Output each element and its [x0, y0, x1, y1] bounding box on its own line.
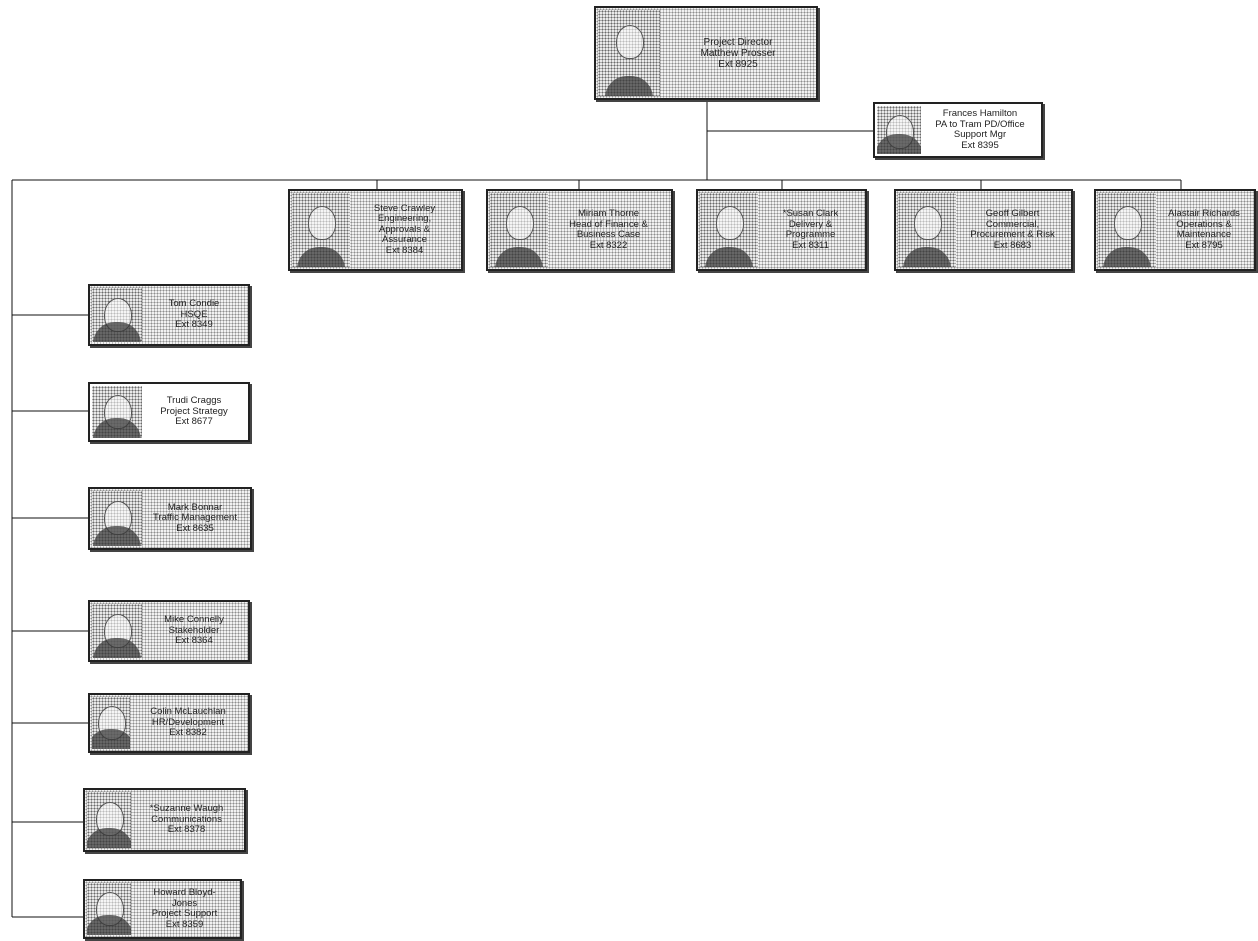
- card-line: Ext 8378: [167, 824, 206, 836]
- avatar: [92, 697, 130, 749]
- staff-card: Trudi Craggs Project Strategy Ext 8677: [88, 382, 250, 442]
- card-text: Geoff Gilbert Commercial, Procurement & …: [958, 191, 1067, 269]
- card-line: *Suzanne Waugh: [149, 803, 224, 815]
- avatar: [87, 792, 131, 848]
- card-line: Colin McLauchlan: [150, 706, 226, 718]
- card-line: Ext 8395: [961, 139, 999, 151]
- card-text: Trudi Craggs Project Strategy Ext 8677: [144, 384, 244, 440]
- staff-card: Tom Condie HSQE Ext 8349: [88, 284, 250, 346]
- card-line: Head of Finance &: [569, 218, 648, 230]
- avatar: [490, 193, 548, 267]
- card-text: Project Director Matthew Prosser Ext 892…: [664, 8, 812, 98]
- avatar: [92, 386, 142, 438]
- card-line: Ext 8795: [1185, 239, 1223, 251]
- card-text: *Susan Clark Delivery & Programme Ext 83…: [760, 191, 861, 269]
- card-line: Communications: [151, 813, 222, 825]
- card-text: *Suzanne Waugh Communications Ext 8378: [133, 790, 240, 850]
- avatar: [292, 193, 350, 267]
- card-line: Alastair Richards: [1168, 208, 1240, 219]
- card-line: Mark Bonnar: [167, 501, 223, 513]
- card-line: Engineering,: [377, 213, 432, 225]
- card-text: Mike Connelly Stakeholder Ext 8364: [144, 602, 244, 660]
- card-line: Ext 8635: [176, 522, 214, 534]
- head-card: Alastair Richards Operations & Maintenan…: [1094, 189, 1256, 271]
- card-line: Steve Crawley: [373, 202, 436, 214]
- card-line: HR/Development: [151, 716, 225, 728]
- assistant-card: Frances Hamilton PA to Tram PD/Office Su…: [873, 102, 1043, 158]
- card-line: Project Director: [703, 36, 773, 48]
- card-line: Project Strategy: [160, 405, 228, 417]
- avatar: [92, 491, 142, 546]
- card-line: Traffic Management: [153, 512, 237, 524]
- card-text: Miriam Thorne Head of Finance & Business…: [550, 191, 667, 269]
- card-line: Ext 8359: [165, 918, 204, 930]
- avatar: [898, 193, 956, 267]
- card-line: *Susan Clark: [782, 208, 839, 219]
- avatar: [877, 106, 921, 154]
- card-line: Frances Hamilton: [942, 108, 1018, 119]
- card-line: Ext 8364: [175, 635, 213, 647]
- card-line: Project Support: [151, 908, 218, 919]
- head-card: *Susan Clark Delivery & Programme Ext 83…: [696, 189, 867, 271]
- card-line: Trudi Craggs: [166, 395, 222, 407]
- card-line: Ext 8677: [175, 416, 213, 428]
- card-line: Assurance: [382, 234, 427, 246]
- head-card: Steve Crawley Engineering, Approvals & A…: [288, 189, 463, 271]
- card-line: Maintenance: [1176, 229, 1232, 240]
- card-line: Ext 8349: [175, 319, 213, 331]
- card-text: Howard Bloyd- Jones Project Support Ext …: [133, 881, 236, 937]
- card-text: Tom Condie HSQE Ext 8349: [144, 286, 244, 344]
- card-line: Approvals &: [378, 223, 431, 235]
- card-line: Geoff Gilbert: [985, 208, 1040, 219]
- avatar: [598, 10, 660, 96]
- staff-card: Howard Bloyd- Jones Project Support Ext …: [83, 879, 242, 939]
- card-line: HSQE: [180, 308, 208, 320]
- card-line: Ext 8384: [385, 244, 424, 256]
- staff-card: *Suzanne Waugh Communications Ext 8378: [83, 788, 246, 852]
- card-line: Support Mgr: [953, 129, 1007, 140]
- avatar: [87, 883, 131, 935]
- card-text: Colin McLauchlan HR/Development Ext 8382: [132, 695, 244, 751]
- card-line: Ext 8311: [792, 239, 829, 251]
- card-line: Matthew Prosser: [700, 47, 776, 59]
- card-text: Steve Crawley Engineering, Approvals & A…: [352, 191, 457, 269]
- card-line: Ext 8925: [718, 58, 758, 70]
- card-text: Alastair Richards Operations & Maintenan…: [1158, 191, 1250, 269]
- card-line: Ext 8683: [993, 239, 1032, 251]
- card-line: Ext 8322: [589, 239, 628, 251]
- card-line: Delivery &: [788, 218, 833, 230]
- card-line: Ext 8382: [169, 727, 207, 739]
- card-line: Stakeholder: [168, 624, 220, 636]
- head-card: Miriam Thorne Head of Finance & Business…: [486, 189, 673, 271]
- head-card: Geoff Gilbert Commercial, Procurement & …: [894, 189, 1073, 271]
- card-line: Howard Bloyd-: [153, 887, 216, 898]
- card-line: PA to Tram PD/Office: [935, 118, 1025, 130]
- staff-card: Mike Connelly Stakeholder Ext 8364: [88, 600, 250, 662]
- card-line: Operations &: [1176, 218, 1232, 230]
- avatar: [700, 193, 758, 267]
- card-line: Procurement & Risk: [970, 229, 1055, 240]
- card-line: Tom Condie: [168, 298, 220, 310]
- avatar: [1098, 193, 1156, 267]
- staff-card: Colin McLauchlan HR/Development Ext 8382: [88, 693, 250, 753]
- card-line: Commercial,: [985, 218, 1040, 230]
- card-line: Miriam Thorne: [577, 208, 640, 219]
- card-line: Programme: [785, 229, 836, 240]
- avatar: [92, 288, 142, 342]
- director-card: Project Director Matthew Prosser Ext 892…: [594, 6, 818, 100]
- card-line: Mike Connelly: [164, 614, 224, 626]
- avatar: [92, 604, 142, 658]
- staff-card: Mark Bonnar Traffic Management Ext 8635: [88, 487, 252, 550]
- card-line: Jones: [171, 897, 198, 909]
- card-text: Frances Hamilton PA to Tram PD/Office Su…: [923, 104, 1037, 156]
- card-text: Mark Bonnar Traffic Management Ext 8635: [144, 489, 246, 548]
- card-line: Business Case: [576, 229, 641, 240]
